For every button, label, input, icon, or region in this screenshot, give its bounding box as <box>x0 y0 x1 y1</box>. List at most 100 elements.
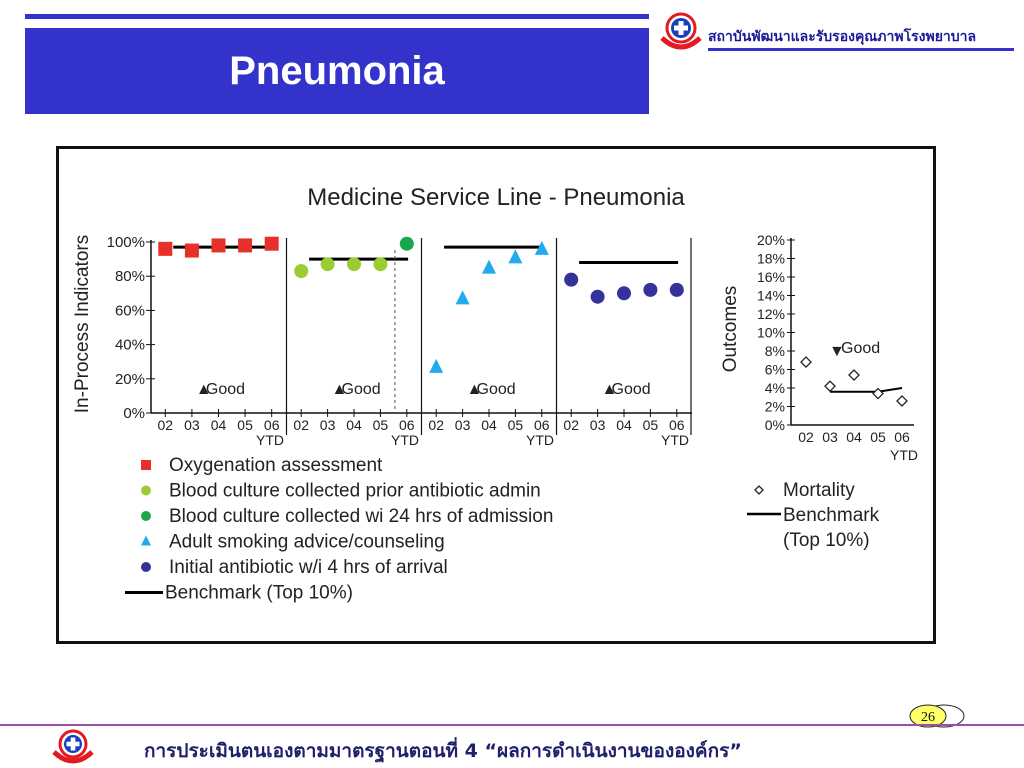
good-arrow-up-icon: ▲ <box>332 381 348 398</box>
y-tick-label: 60% <box>115 302 145 319</box>
data-point <box>264 236 279 251</box>
good-arrow-up-icon: ▲ <box>467 381 483 398</box>
data-point <box>643 282 658 297</box>
y-tick-label: 20% <box>115 371 145 388</box>
page-number: 26 <box>921 710 935 725</box>
x-tick-label: 02 <box>428 417 444 433</box>
title-bar: Pneumonia <box>25 28 649 114</box>
data-point <box>399 236 414 251</box>
mortality-point <box>824 380 836 393</box>
data-point <box>482 259 496 274</box>
good-arrow-up-icon: ▲ <box>602 381 618 398</box>
data-point <box>211 238 226 253</box>
legend-outcome-label: Benchmark <box>783 505 880 526</box>
mortality-point <box>896 395 908 407</box>
outcomes-x-tick-label: 03 <box>822 429 838 445</box>
legend-label: Oxygenation assessment <box>169 455 383 476</box>
outcomes-y-tick-label: 20% <box>757 232 785 248</box>
good-arrow-down-icon: ▼ <box>829 343 845 360</box>
data-point <box>184 243 199 258</box>
data-point <box>320 257 335 272</box>
y-tick-label: 100% <box>107 234 145 251</box>
good-label: Good <box>477 381 516 398</box>
data-point <box>508 249 523 264</box>
legend-outcome-label: (Top 10%) <box>783 530 870 551</box>
outcomes-y-tick-label: 12% <box>757 306 785 322</box>
mortality-point <box>800 356 812 369</box>
outcomes-y-tick-label: 4% <box>765 380 785 396</box>
good-label: Good <box>206 381 245 398</box>
x-tick-label: 04 <box>346 417 362 433</box>
outcomes-x-tick-label: 05 <box>870 429 886 445</box>
x-tick-label: 06 <box>264 417 280 433</box>
legend-swatch <box>141 485 151 496</box>
legend-label: Blood culture collected wi 24 hrs of adm… <box>169 506 553 527</box>
outcomes-y-tick-label: 16% <box>757 269 785 285</box>
outcomes-y-tick-label: 10% <box>757 325 785 341</box>
outcomes-y-tick-label: 6% <box>765 362 785 378</box>
title-top-rule <box>25 14 649 19</box>
data-point <box>564 272 579 287</box>
x-ytd-label: YTD <box>661 432 689 448</box>
outcomes-x-ytd-label: YTD <box>890 447 918 463</box>
mortality-point <box>872 387 884 400</box>
x-tick-label: 02 <box>293 417 309 433</box>
slide-title: Pneumonia <box>229 49 445 93</box>
data-point <box>238 238 253 253</box>
legend-label: Initial antibiotic w/i 4 hrs of arrival <box>169 557 448 578</box>
good-arrow-up-icon: ▲ <box>196 381 212 398</box>
y-axis-label-outcomes: Outcomes <box>720 286 741 373</box>
legend-outcome-label: Mortality <box>783 480 855 501</box>
data-point <box>455 290 470 305</box>
chart-canvas: Medicine Service Line - Pneumonia In-Pro… <box>72 184 918 604</box>
x-tick-label: 05 <box>373 417 389 433</box>
x-tick-label: 04 <box>481 417 497 433</box>
legend-label: Benchmark (Top 10%) <box>165 583 353 604</box>
x-tick-label: 04 <box>211 417 227 433</box>
organization-name: สถาบันพัฒนาและรับรองคุณภาพโรงพยาบาล <box>708 29 977 45</box>
x-tick-label: 03 <box>455 417 471 433</box>
x-tick-label: 04 <box>616 417 632 433</box>
data-point <box>590 289 605 304</box>
y-tick-label: 80% <box>115 268 145 285</box>
x-tick-label: 02 <box>158 417 174 433</box>
data-point <box>429 358 444 373</box>
outcomes-y-tick-label: 0% <box>765 417 785 433</box>
data-point <box>294 264 309 279</box>
good-label: Good <box>612 381 651 398</box>
red-cross-logo-icon <box>660 12 702 50</box>
x-tick-label: 03 <box>590 417 606 433</box>
footer-red-cross-logo-icon <box>52 729 94 764</box>
data-point <box>158 241 173 256</box>
x-tick-label: 03 <box>184 417 200 433</box>
x-tick-label: 05 <box>643 417 659 433</box>
outcomes-y-tick-label: 18% <box>757 251 785 267</box>
chart-frame: Medicine Service Line - Pneumonia In-Pro… <box>56 146 936 644</box>
data-point <box>669 282 684 297</box>
outcomes-y-tick-label: 14% <box>757 288 785 304</box>
outcomes-y-tick-label: 8% <box>765 343 785 359</box>
y-tick-label: 0% <box>123 405 145 422</box>
footer-text: การประเมินตนเองตามมาตรฐานตอนที่ 4 “ผลการ… <box>144 740 742 762</box>
outcomes-x-tick-label: 04 <box>846 429 862 445</box>
good-label: Good <box>342 381 381 398</box>
x-ytd-label: YTD <box>391 432 419 448</box>
legend-label: Adult smoking advice/counseling <box>169 532 445 553</box>
legend-mortality-swatch <box>754 485 764 495</box>
x-tick-label: 02 <box>563 417 579 433</box>
legend-swatch <box>141 562 151 572</box>
x-tick-label: 06 <box>534 417 550 433</box>
organization-underline <box>708 48 1014 51</box>
data-point <box>617 286 631 301</box>
outcomes-x-tick-label: 06 <box>894 429 910 445</box>
data-point <box>347 257 361 272</box>
legend-swatch <box>141 535 151 546</box>
chart-title: Medicine Service Line - Pneumonia <box>307 184 685 211</box>
y-tick-label: 40% <box>115 337 145 354</box>
x-ytd-label: YTD <box>256 432 284 448</box>
x-tick-label: 03 <box>320 417 336 433</box>
page-number-badge: 26 <box>909 704 965 728</box>
x-tick-label: 06 <box>669 417 685 433</box>
mortality-point <box>848 369 860 381</box>
